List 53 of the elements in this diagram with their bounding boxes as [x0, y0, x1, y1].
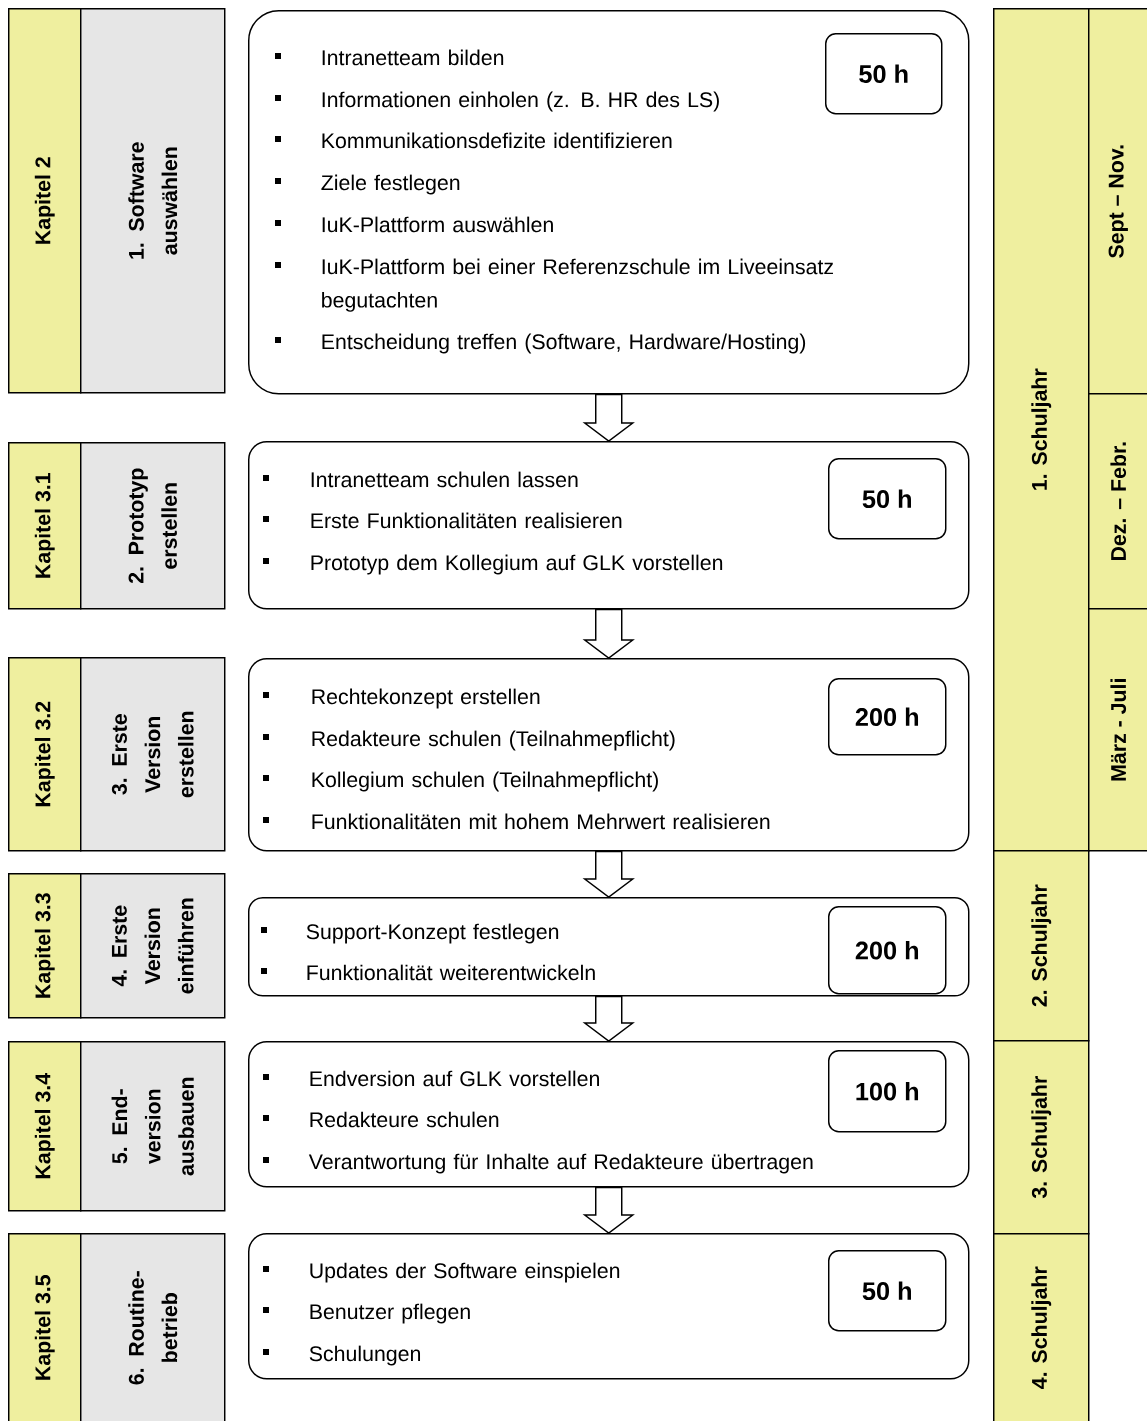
year-box: 2. Schuljahr [993, 850, 1090, 1042]
bullet-item: Kollegium schulen (Teilnahmepflicht) [263, 771, 658, 792]
phase-box: 6. Routine-betrieb [80, 1233, 226, 1421]
bullet-item: Entscheidung treffen (Software, Hardware/Hosting) [275, 333, 806, 354]
year-box: 3. Schuljahr [993, 1040, 1090, 1235]
bullet-item: Intranetteam bilden [275, 49, 504, 66]
hours-box: 200 h [828, 906, 947, 995]
bullet-item: IuK-Plattform auswählen [275, 216, 553, 233]
bullet-item: Rechtekonzept erstellen [263, 688, 540, 709]
hours-box: 50 h [828, 458, 947, 540]
node-label: Dez. – Febr. [1110, 442, 1127, 561]
block-arrow [582, 850, 635, 898]
chapter-box: Kapitel 3.3 [8, 873, 82, 1019]
node-label: Sept – Nov. [1108, 145, 1128, 258]
chapter-box: Kapitel 3.4 [8, 1041, 82, 1212]
block-arrow [582, 608, 635, 659]
phase-box: 1. Software auswählen [80, 8, 226, 394]
bullet-item: Support-Konzept festlegen [261, 923, 559, 944]
chapter-box: Kapitel 3.5 [8, 1233, 82, 1421]
bullet-item: Redakteure schulen [263, 1111, 499, 1128]
bullet-item: Erste Funktionalitäten realisieren [263, 512, 622, 529]
phase-box: 5. End-version ausbauen [80, 1041, 226, 1212]
chapter-box: Kapitel 2 [8, 8, 82, 394]
block-arrow [582, 393, 635, 442]
phase-box: 2. Prototyp erstellen [80, 442, 226, 610]
block-arrow [582, 1186, 635, 1234]
bullet-item: Funktionalität weiterentwickeln [261, 964, 595, 981]
bullet-item: Ziele festlegen [275, 174, 460, 195]
hours-box: 50 h [828, 1250, 947, 1332]
bullet-item: IuK-Plattform bei einer Referenzschule im Liveeinsatz begutachten [275, 258, 833, 312]
bullet-item: Informationen einholen (z. B. HR des LS) [275, 91, 719, 112]
bullet-item: Benutzer pflegen [263, 1303, 470, 1324]
hours-box: 100 h [828, 1050, 947, 1133]
bullet-item: Redakteure schulen (Teilnahmepflicht) [263, 730, 675, 751]
hours-box: 200 h [828, 678, 947, 756]
hours-box: 50 h [825, 33, 943, 115]
bullet-item: Prototyp dem Kollegium auf GLK vorstellen [263, 554, 723, 575]
chapter-box: Kapitel 3.1 [8, 442, 82, 610]
bullet-item: Schulungen [263, 1345, 420, 1366]
block-arrow [582, 995, 635, 1042]
month-box: Dez. – Febr. [1088, 393, 1147, 610]
month-box: Sept – Nov. [1088, 8, 1147, 395]
bullet-item: Intranetteam schulen lassen [263, 471, 578, 488]
bullet-item: Kommunikationsdefizite identifizieren [275, 132, 672, 149]
bullet-item: Updates der Software einspielen [263, 1262, 620, 1283]
month-box: März - Juli [1088, 608, 1147, 852]
bullet-item: Endversion auf GLK vorstellen [263, 1070, 599, 1087]
year-box: 4. Schuljahr [993, 1233, 1090, 1421]
bullet-item: Funktionalitäten mit hohem Mehrwert realisieren [263, 813, 770, 830]
bullet-item: Verantwortung für Inhalte auf Redakteure übertragen [263, 1153, 813, 1174]
chapter-box: Kapitel 3.2 [8, 657, 82, 852]
phase-box: 3. Erste Version erstellen [80, 657, 226, 852]
phase-box: 4. Erste Version einführen [80, 873, 226, 1019]
